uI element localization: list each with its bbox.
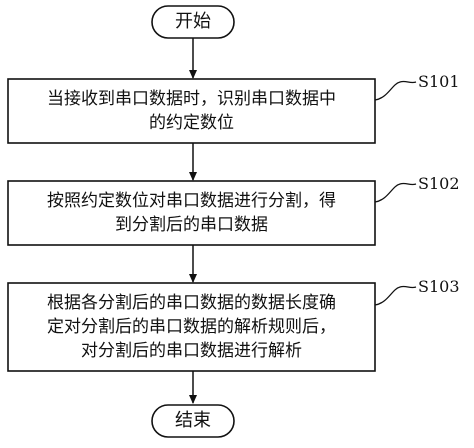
end-label: 结束 [175, 410, 211, 431]
step-text-s101: 当接收到串口数据时，识别串口数据中 的约定数位 [8, 87, 375, 135]
step-box-s101 [7, 78, 376, 144]
step-s102-line-2: 到分割后的串口数据 [115, 215, 268, 235]
start-label: 开始 [175, 11, 211, 32]
leader-s103 [374, 285, 417, 306]
leader-s102 [374, 182, 417, 203]
step-id-s101: S101 [418, 72, 460, 91]
step-text-s102: 按照约定数位对串口数据进行分割，得 到分割后的串口数据 [8, 189, 375, 237]
step-s102-line-1: 按照约定数位对串口数据进行分割，得 [47, 191, 336, 211]
leader-s101 [374, 80, 417, 101]
step-box-s103 [7, 282, 376, 372]
step-s103-line-3: 对分割后的串口数据进行解析 [81, 341, 302, 361]
end-terminal [151, 404, 235, 438]
step-s101-line-2: 的约定数位 [149, 113, 234, 133]
step-s101-line-1: 当接收到串口数据时，识别串口数据中 [47, 89, 336, 109]
step-id-s103: S103 [418, 277, 460, 296]
step-box-s102 [7, 180, 376, 246]
step-s103-line-1: 根据各分割后的串口数据的数据长度确 [47, 293, 336, 313]
step-s103-line-2: 定对分割后的串口数据的解析规则后， [47, 317, 336, 337]
step-id-s102: S102 [418, 174, 460, 193]
step-text-s103: 根据各分割后的串口数据的数据长度确 定对分割后的串口数据的解析规则后， 对分割后… [8, 291, 375, 363]
